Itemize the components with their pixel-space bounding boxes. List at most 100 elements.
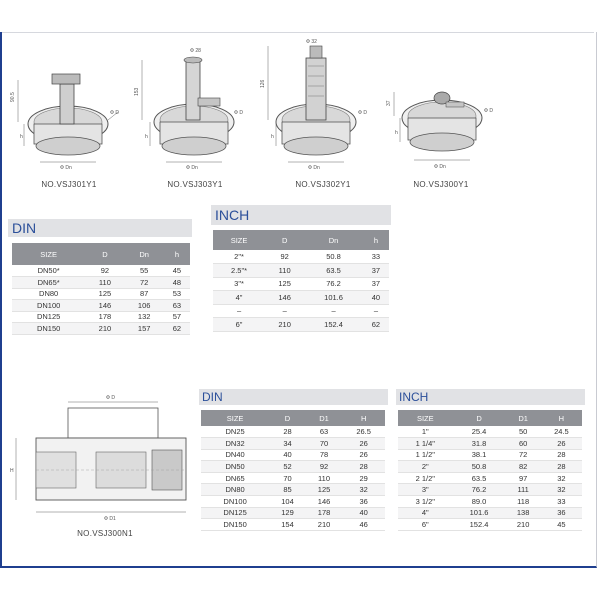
table-cell: 37 — [362, 277, 389, 291]
table-cell: DN40 — [201, 449, 270, 462]
table-cell: 28 — [269, 426, 306, 439]
table-cell: 38.1 — [452, 449, 506, 462]
dim-h: h — [271, 134, 274, 140]
dim-d: Φ D — [484, 108, 493, 114]
dim-height: 153 — [134, 87, 140, 96]
table-cell: 45 — [163, 265, 190, 277]
table-cell: DN25 — [201, 426, 270, 439]
table-cell: 28 — [342, 460, 385, 473]
table-cell: 62 — [362, 317, 389, 332]
table-cell: DN50 — [201, 460, 270, 473]
table-cell: 154 — [269, 518, 306, 531]
table-cell: 63.5 — [304, 263, 363, 278]
dim-height: 37 — [386, 100, 392, 106]
table-cell: DN65* — [12, 276, 86, 289]
dim-d: Φ D — [110, 110, 119, 116]
table-cell: 210 — [505, 518, 541, 531]
caption-vsj301y1: NO.VSJ301Y1 — [41, 180, 97, 189]
table-cell: 33 — [540, 495, 582, 508]
table-cell: 50.8 — [452, 460, 506, 473]
table-cell: DN50* — [12, 265, 86, 277]
table-cell: 4" — [398, 507, 453, 520]
dim-d: Φ D — [358, 110, 367, 116]
table-cell: – — [265, 304, 305, 318]
table-cell: 132 — [124, 311, 164, 323]
table-cell: 92 — [85, 265, 125, 277]
dim-dn: Φ Dn — [60, 165, 72, 171]
table-cell: 28 — [540, 460, 582, 473]
table-cell: 125 — [305, 483, 343, 497]
table-cell: 40 — [269, 449, 306, 462]
table-cell: 70 — [305, 437, 343, 450]
table-cell: 28 — [540, 449, 582, 462]
table-cell: 3"* — [213, 277, 266, 291]
drawing-vsj300y1: 37 h Φ D Φ Dn — [386, 91, 493, 170]
dim-d: Φ D — [106, 395, 115, 401]
table-cell: 82 — [505, 460, 541, 473]
col-h: h — [362, 230, 389, 250]
table-cell: 26 — [342, 437, 385, 450]
table-cell: 63.5 — [452, 472, 506, 485]
table-cell: 111 — [505, 483, 541, 497]
dim-h: h — [145, 134, 148, 140]
table-cell: 76.2 — [452, 483, 506, 497]
col-dn: Dn — [124, 243, 164, 265]
table-cell: 6" — [213, 317, 266, 332]
table-cell: 210 — [305, 518, 343, 531]
table-cell: 3" — [398, 483, 453, 497]
table-cell: 152.4 — [304, 317, 363, 332]
col-h: H — [342, 410, 385, 426]
dim-h: h — [395, 130, 398, 136]
col-h: H — [540, 410, 582, 426]
table-cell: 101.6 — [452, 507, 506, 520]
col-size: SIZE — [213, 230, 266, 250]
drawing-vsj302y1: Φ 32 126 h Φ D Φ Dn — [260, 39, 367, 171]
table-cell: DN100 — [201, 495, 270, 508]
table-cell: 2.5"* — [213, 263, 266, 278]
table-cell: DN150 — [12, 322, 86, 335]
col-d: D — [269, 410, 306, 426]
drawing-vsj303y1: Φ 28 153 h Φ D Φ Dn — [134, 48, 243, 171]
table-cell: DN65 — [201, 472, 270, 485]
table-cell: 50 — [505, 426, 541, 439]
caption-vsj300y1: NO.VSJ300Y1 — [413, 180, 469, 189]
table-cell: 57 — [163, 311, 190, 323]
table-cell: DN80 — [12, 288, 86, 300]
top-rule — [0, 32, 594, 33]
table-cell: DN100 — [12, 299, 86, 312]
table-cell: 34 — [269, 437, 306, 450]
table-cell: 26 — [540, 437, 582, 450]
dim-h: h — [20, 134, 23, 140]
table-cell: 146 — [305, 495, 343, 508]
table-cell: 106 — [124, 299, 164, 312]
col-d: D — [265, 230, 305, 250]
dim-top: Φ 28 — [190, 48, 201, 54]
table-cell: – — [362, 304, 389, 318]
table-cell: DN150 — [201, 518, 270, 531]
table-cell: DN125 — [12, 311, 86, 323]
table-cell: 146 — [85, 299, 125, 312]
table-cell: – — [304, 304, 363, 318]
table-cell: 55 — [124, 265, 164, 277]
dim-top: Φ 32 — [306, 39, 317, 45]
table-cell: 40 — [342, 507, 385, 520]
table-cell: 4" — [213, 290, 266, 305]
table-cell: 2" — [398, 460, 453, 473]
col-dn: Dn — [304, 230, 363, 250]
col-d: D — [85, 243, 125, 265]
drawing-vsj300n1: Φ D H Φ D1 — [10, 395, 187, 522]
table-cell: 26 — [342, 449, 385, 462]
